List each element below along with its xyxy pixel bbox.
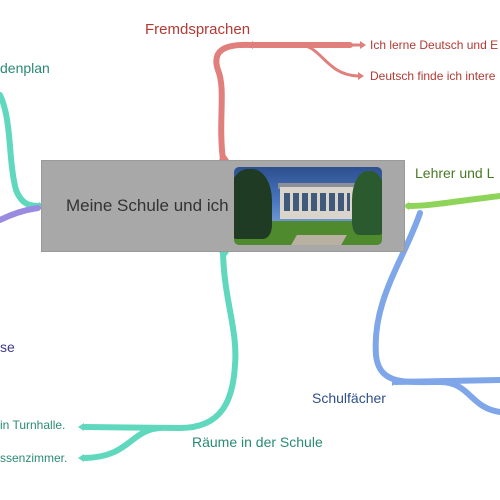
arrow-raeume-1 — [78, 423, 84, 431]
arrow-lehrer — [408, 202, 414, 210]
branch-label-lehrer[interactable]: Lehrer und L — [415, 165, 495, 181]
branch-label-left-lower[interactable]: se — [0, 339, 15, 355]
arrow-schulfaecher — [392, 378, 398, 386]
branch-label-fremdsprachen[interactable]: Fremdsprachen — [145, 21, 251, 38]
connector-lehrer — [405, 193, 500, 209]
connector-raeume-child — [82, 425, 163, 461]
raeume-child-2[interactable]: ssenzimmer. — [0, 451, 68, 465]
raeume-child-1[interactable]: in Turnhalle. — [0, 418, 66, 432]
arrow-raeume-root — [219, 252, 229, 259]
school-building-photo — [234, 167, 382, 245]
arrow-fremdsprachen-1 — [360, 41, 366, 49]
arrow-fremdsprachen-end — [252, 41, 258, 49]
connector-schulfaecher-2 — [392, 377, 500, 385]
central-topic-box[interactable]: Meine Schule und ich — [41, 160, 405, 252]
branch-label-stundenplan[interactable]: denplan — [0, 60, 50, 76]
connector-stundenplan — [0, 92, 43, 209]
arrow-fremdsprachen-2 — [358, 72, 364, 80]
branch-label-schulfaecher[interactable]: Schulfächer — [312, 390, 386, 406]
connector-fremdsprachen-child-2 — [299, 43, 359, 78]
arrow-raeume-2 — [78, 454, 84, 462]
connector-fremdsprachen — [213, 41, 353, 163]
connector-raeume — [82, 249, 239, 432]
central-topic-title: Meine Schule und ich — [66, 196, 229, 215]
branch-label-raeume[interactable]: Räume in der Schule — [192, 434, 323, 450]
arrow-fremdsprachen-root — [219, 153, 229, 160]
fremdsprachen-child-2[interactable]: Deutsch finde ich intere — [370, 69, 496, 83]
connector-schulfaecher — [372, 210, 500, 415]
fremdsprachen-child-1[interactable]: Ich lerne Deutsch und E — [370, 38, 499, 52]
connector-left-lower — [0, 205, 41, 223]
